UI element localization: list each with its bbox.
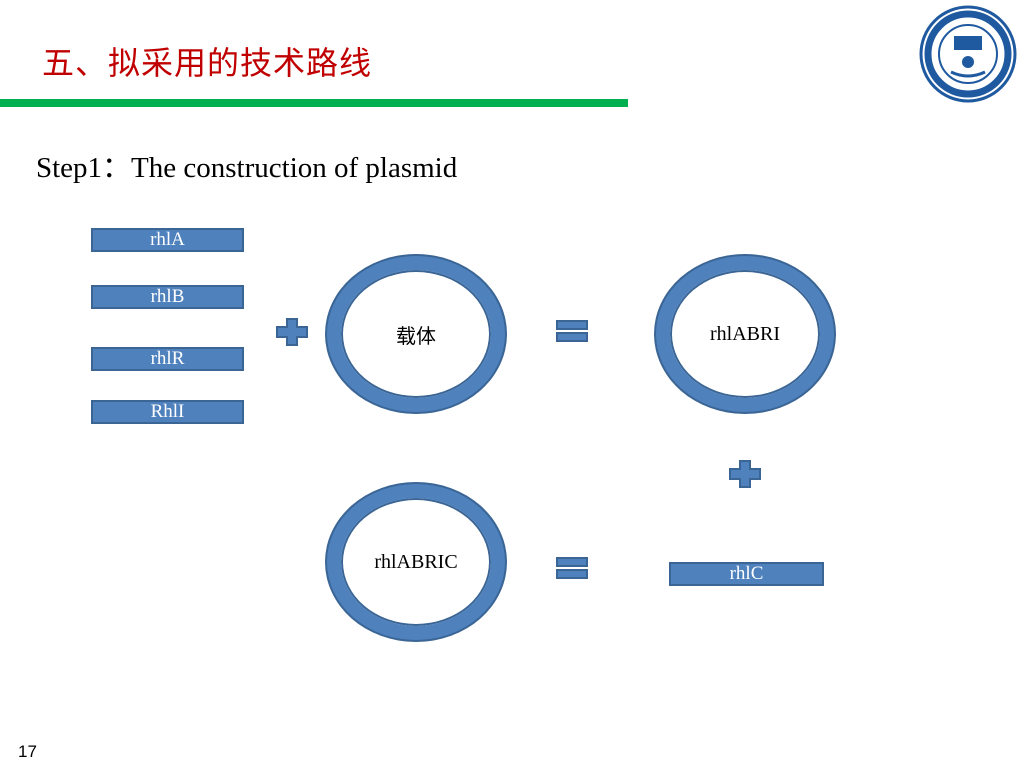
plus-icon — [729, 460, 761, 488]
equals-icon — [556, 557, 588, 579]
gene-box-rhlc: rhlC — [669, 562, 824, 586]
title-divider — [0, 99, 628, 107]
equals-icon — [556, 320, 588, 342]
vector-plasmid-ring: 载体 — [327, 256, 505, 412]
step-title: Step1：The construction of plasmid — [36, 152, 458, 184]
gene-box-rhlr: rhlR — [91, 347, 244, 371]
final-plasmid-ring: rhlABRIC — [327, 484, 505, 640]
gene-box-rhlb: rhlB — [91, 285, 244, 309]
intermediate-plasmid-label: rhlABRI — [710, 322, 780, 345]
gene-box-rhli: RhlI — [91, 400, 244, 424]
final-plasmid-label: rhlABRIC — [374, 550, 458, 573]
university-seal-icon — [919, 5, 1017, 103]
plus-icon — [276, 318, 308, 346]
gene-box-rhla: rhlA — [91, 228, 244, 252]
page-number: 17 — [18, 742, 37, 761]
intermediate-plasmid-ring: rhlABRI — [656, 256, 834, 412]
vector-label: 载体 — [396, 323, 436, 348]
slide-title: 五、拟采用的技术路线 — [42, 44, 373, 82]
